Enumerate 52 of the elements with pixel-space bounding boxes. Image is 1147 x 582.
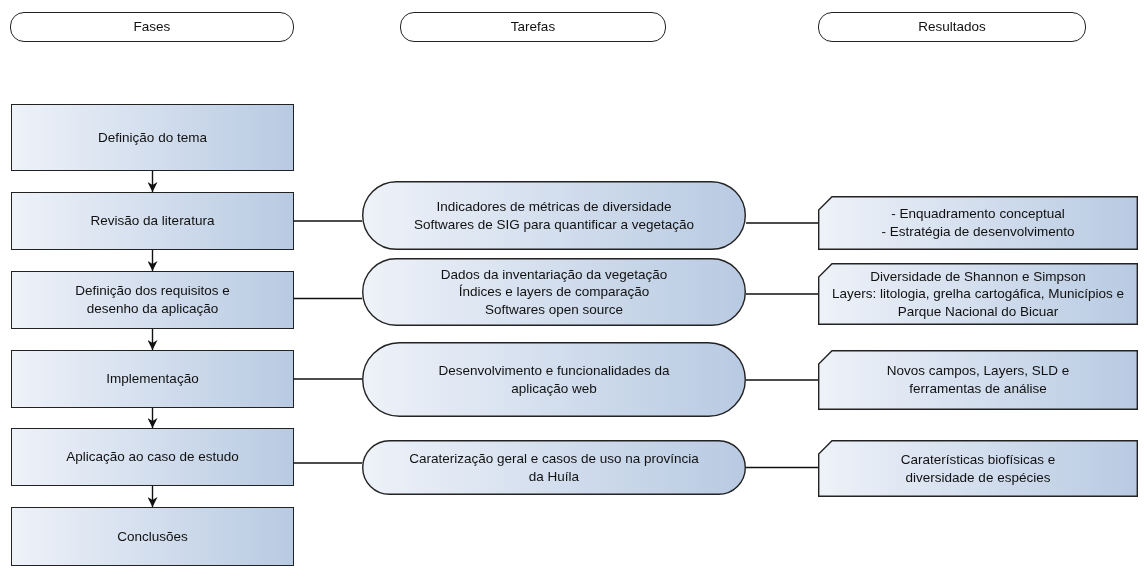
- arrow: [147, 407, 158, 429]
- phase-box: [11, 271, 294, 329]
- node-text: Dados da inventariação da vegetação: [439, 265, 669, 284]
- phase-box: [11, 507, 294, 566]
- connector-line: [745, 293, 819, 295]
- connector-line: [745, 466, 819, 469]
- task-box: [362, 342, 746, 417]
- phase-box: [11, 350, 294, 408]
- node-text: Caraterização geral e casos de uso na província da Huíla: [408, 449, 700, 486]
- node-text: Novos campos, Layers, SLD e ferramentas de análise: [885, 362, 1071, 398]
- task-box: [362, 258, 746, 326]
- node-text: Caraterísticas biofísicas e diversidade de espécies: [899, 450, 1057, 487]
- node-text: Conclusões: [116, 527, 189, 546]
- node-text: Indicadores de métricas de diversidade: [435, 197, 673, 216]
- phase-box: [11, 428, 294, 486]
- node-text: Índices e layers de comparação: [457, 283, 651, 301]
- node-text: Aplicação ao caso de estudo: [65, 448, 240, 466]
- node-text: - Enquadramento conceptual: [890, 205, 1066, 223]
- node-text: Tarefas: [509, 18, 557, 36]
- arrow: [147, 249, 158, 272]
- node-text: - Estratégia de desenvolvimento: [880, 223, 1076, 241]
- phase-box: [11, 104, 294, 171]
- node-text: Revisão da literatura: [89, 212, 216, 230]
- column-header: [818, 12, 1086, 42]
- result-box: [818, 440, 1138, 497]
- node-text: Fases: [132, 18, 172, 36]
- connector-line: [745, 379, 819, 381]
- connector-line: [293, 378, 363, 380]
- phase-box: [11, 192, 294, 250]
- result-box: [818, 196, 1138, 250]
- column-header: [10, 12, 294, 42]
- node-text: Implementação: [105, 370, 200, 388]
- connector-line: [293, 462, 363, 464]
- arrow: [147, 485, 158, 508]
- node-text: Softwares de SIG para quantificar a vegetação: [413, 215, 695, 234]
- column-header: [400, 12, 666, 42]
- node-text: Layers: litologia, grelha cartogáfica, Municípios e Parque Nacional do Bicuar: [831, 285, 1125, 321]
- node-text: Resultados: [917, 18, 987, 36]
- node-text: Definição dos requisitos e desenho da aplicação: [74, 282, 231, 318]
- node-text: Softwares open source: [483, 300, 625, 319]
- node-text: Desenvolvimento e funcionalidades da aplicação web: [437, 361, 671, 398]
- task-box: [362, 440, 746, 495]
- result-box: [818, 350, 1138, 410]
- arrow: [147, 170, 158, 193]
- result-box: [818, 263, 1138, 325]
- connector-line: [745, 222, 819, 224]
- connector-line: [293, 297, 363, 300]
- connector-line: [293, 220, 363, 222]
- arrow: [147, 328, 158, 351]
- task-box: [362, 181, 746, 250]
- node-text: Diversidade de Shannon e Simpson: [869, 267, 1087, 286]
- node-text: Definição do tema: [97, 128, 208, 147]
